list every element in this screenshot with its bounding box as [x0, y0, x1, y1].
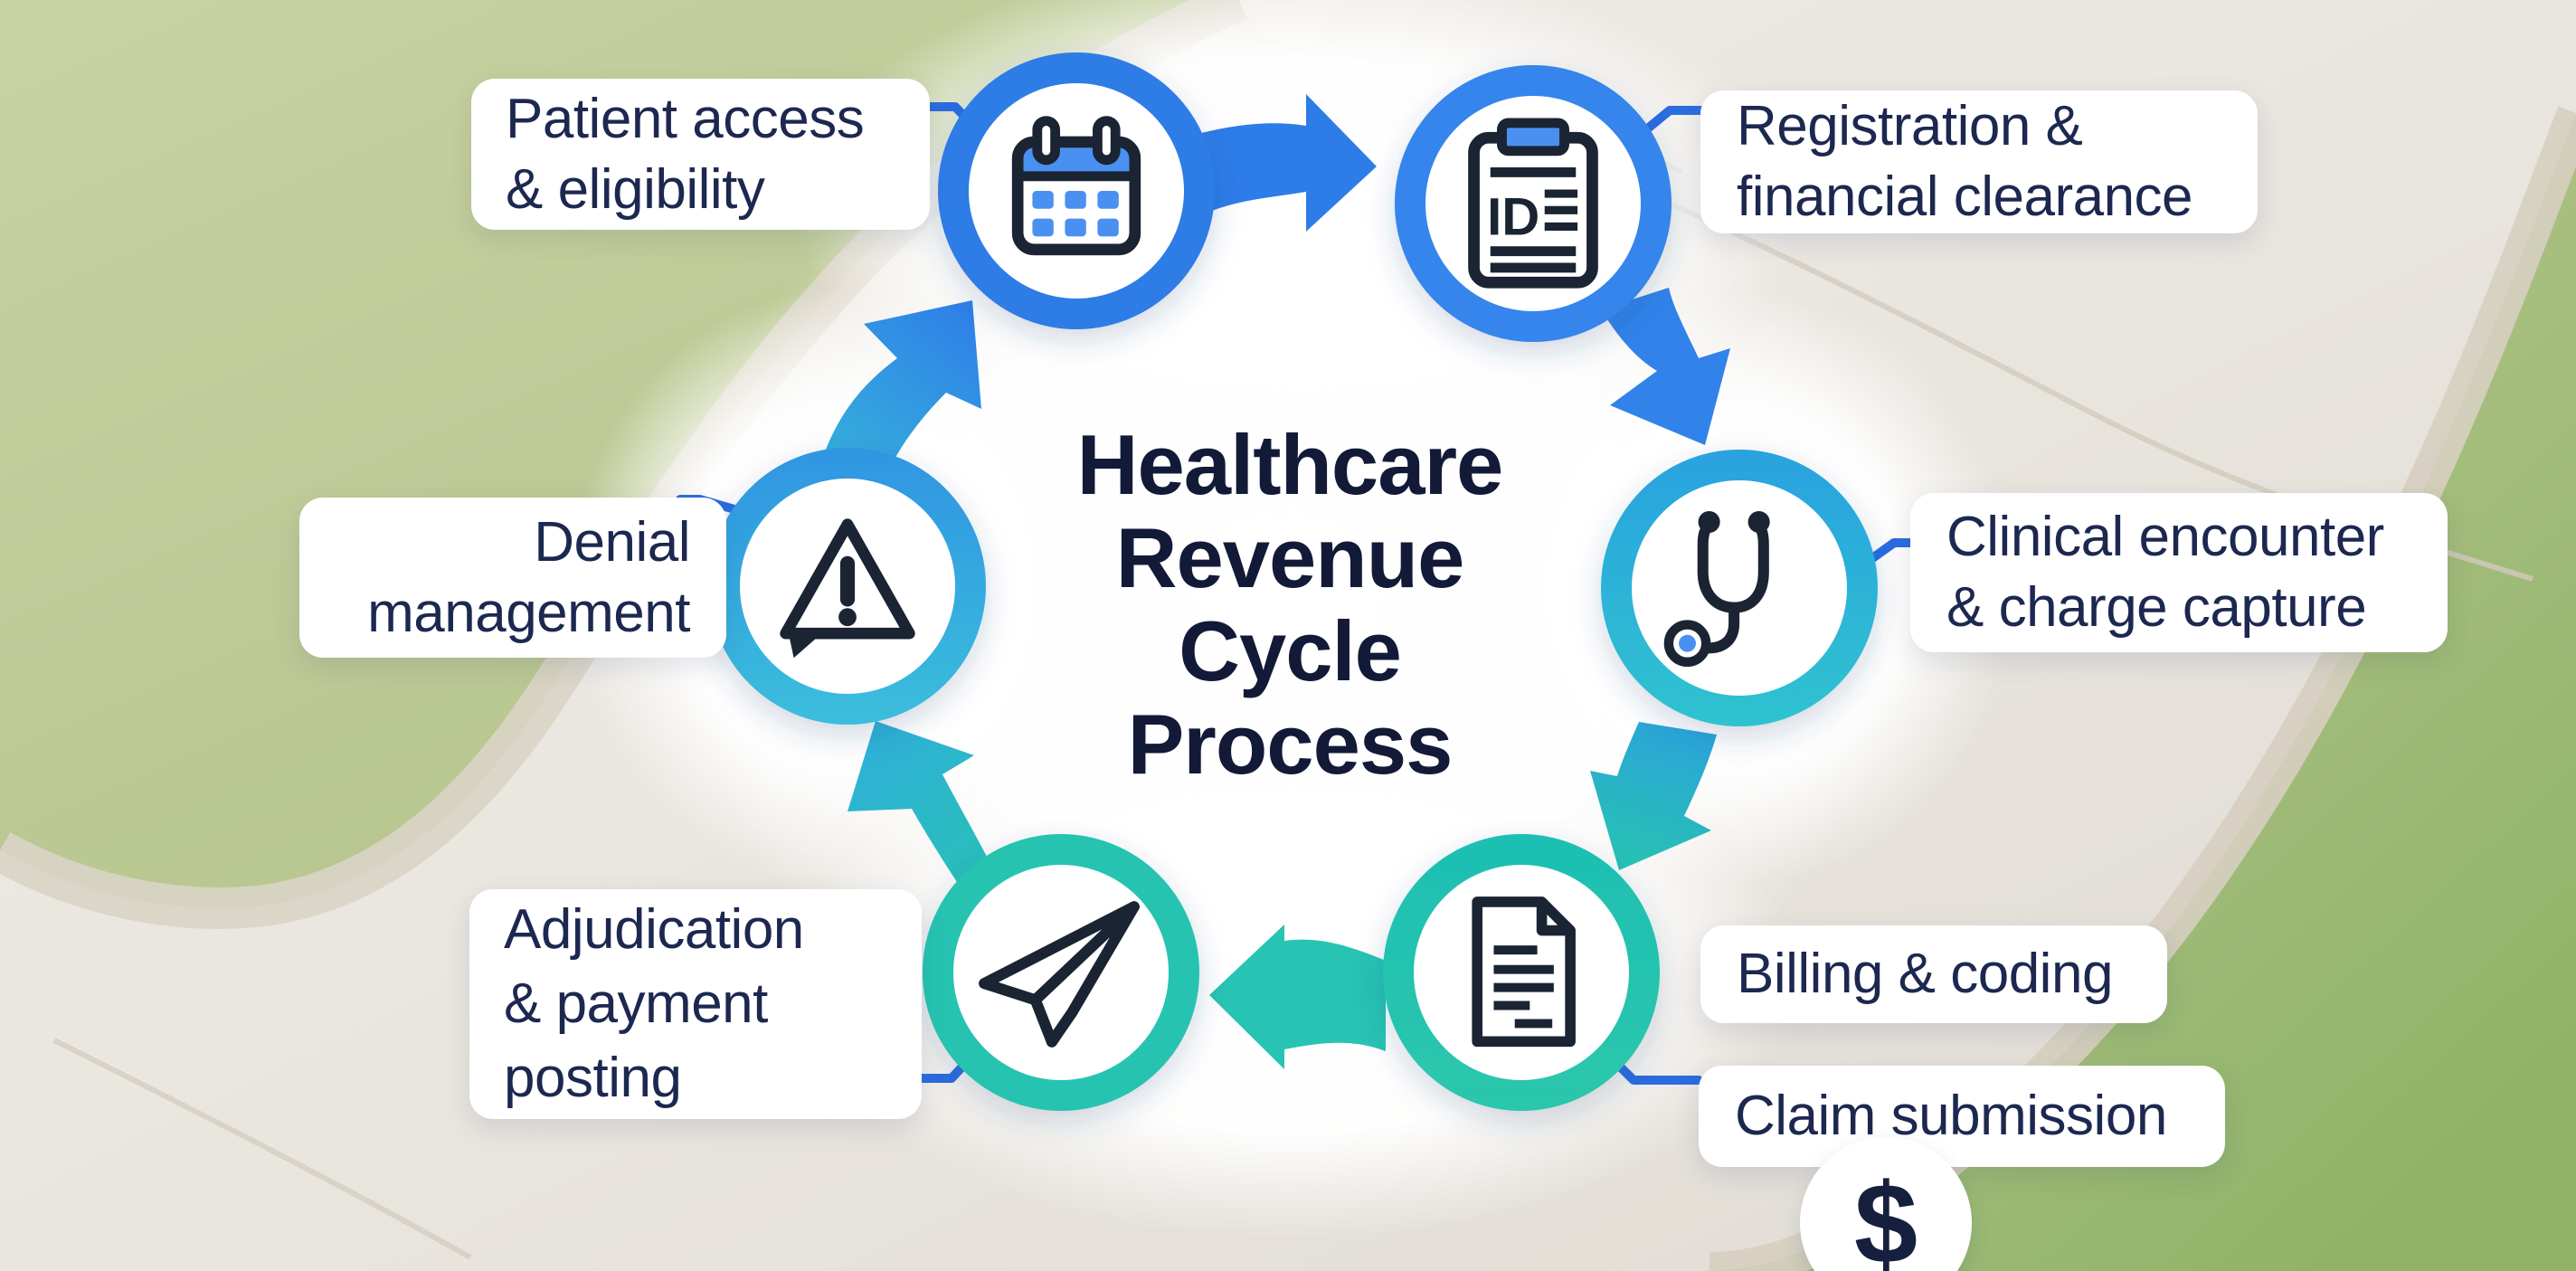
id-clipboard-icon: ID [1451, 113, 1615, 294]
label-line: Registration & [1737, 95, 2083, 157]
billing-document-icon [1447, 889, 1597, 1056]
currency-symbol: $ [1853, 1159, 1918, 1271]
label-billing-coding: Billing & coding [1700, 925, 2167, 1023]
label-adjudication: Adjudication & payment posting [469, 889, 922, 1119]
arrow-clinical-to-billing [1590, 722, 1717, 870]
label-denial-management: Denial management [299, 498, 726, 658]
arrow-denial-to-patient [823, 300, 981, 493]
connector-clinical-encounter [1864, 538, 1917, 565]
label-line: Adjudication [504, 898, 804, 961]
label-line: Patient access [506, 87, 865, 150]
label-line: financial clearance [1737, 166, 2193, 228]
diagram-title: Healthcare Revenue Cycle Process [928, 418, 1652, 791]
calendar-icon [995, 109, 1158, 272]
connector-claim-submission [1615, 1061, 1703, 1085]
label-line: & payment [504, 972, 768, 1035]
connector-registration [1634, 106, 1707, 140]
warning-icon [766, 505, 929, 668]
svg-text:ID: ID [1487, 188, 1539, 247]
label-line: management [367, 581, 690, 644]
arrow-billing-to-adjudication [1209, 925, 1386, 1069]
label-line: & eligibility [506, 157, 765, 221]
label-line: Billing & coding [1737, 943, 2113, 1005]
title-line: Revenue [1115, 510, 1465, 605]
arrow-registration-to-clinical [1601, 288, 1730, 445]
title-line: Healthcare [1076, 417, 1504, 512]
arrow-adjudication-to-denial [848, 721, 1011, 905]
grass-right [1700, 113, 2576, 1271]
label-line: & charge capture [1946, 576, 2367, 639]
paper-plane-icon [970, 892, 1152, 1053]
label-patient-access: Patient access & eligibility [471, 79, 930, 230]
dollar-icon: $ [1800, 1137, 1972, 1271]
label-registration: Registration & financial clearance [1700, 90, 2258, 233]
pavement-crack [52, 1038, 472, 1260]
label-line: posting [504, 1047, 682, 1109]
stethoscope-icon [1662, 503, 1818, 675]
arrow-patient-to-registration [1190, 94, 1377, 232]
label-line: Claim submission [1735, 1085, 2167, 1147]
title-line: Cycle [1179, 603, 1402, 698]
label-line: Denial [534, 510, 690, 574]
label-claim-submission: Claim submission [1699, 1066, 2225, 1167]
label-clinical-encounter: Clinical encounter & charge capture [1910, 493, 2448, 652]
title-line: Process [1127, 697, 1454, 792]
label-line: Clinical encounter [1946, 506, 2384, 568]
